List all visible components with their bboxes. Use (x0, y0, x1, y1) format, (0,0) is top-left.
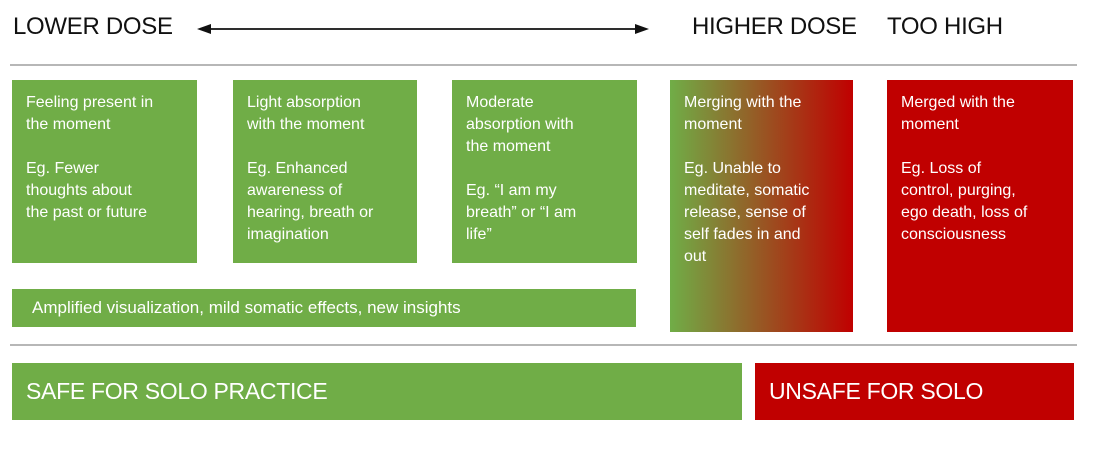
dose-box-feeling-present: Feeling present in the moment Eg. Fewer … (12, 80, 197, 263)
safe-for-solo-bar: SAFE FOR SOLO PRACTICE (12, 363, 742, 420)
dose-box-light-absorption: Light absorption with the moment Eg. Enh… (233, 80, 417, 263)
dose-box-merging: Merging with the moment Eg. Unable to me… (670, 80, 853, 332)
bottom-divider-line (10, 344, 1077, 346)
dose-box-moderate-absorption: Moderate absorption with the moment Eg. … (452, 80, 637, 263)
top-divider-line (10, 64, 1077, 66)
unsafe-for-solo-bar: UNSAFE FOR SOLO (755, 363, 1074, 420)
amplified-effects-bar: Amplified visualization, mild somatic ef… (12, 289, 636, 327)
left-right-arrow-icon (197, 24, 649, 34)
label-higher-dose: HIGHER DOSE (692, 13, 857, 40)
label-lower-dose: LOWER DOSE (13, 13, 173, 40)
label-too-high: TOO HIGH (887, 13, 1003, 40)
dose-box-merged: Merged with the moment Eg. Loss of contr… (887, 80, 1073, 332)
